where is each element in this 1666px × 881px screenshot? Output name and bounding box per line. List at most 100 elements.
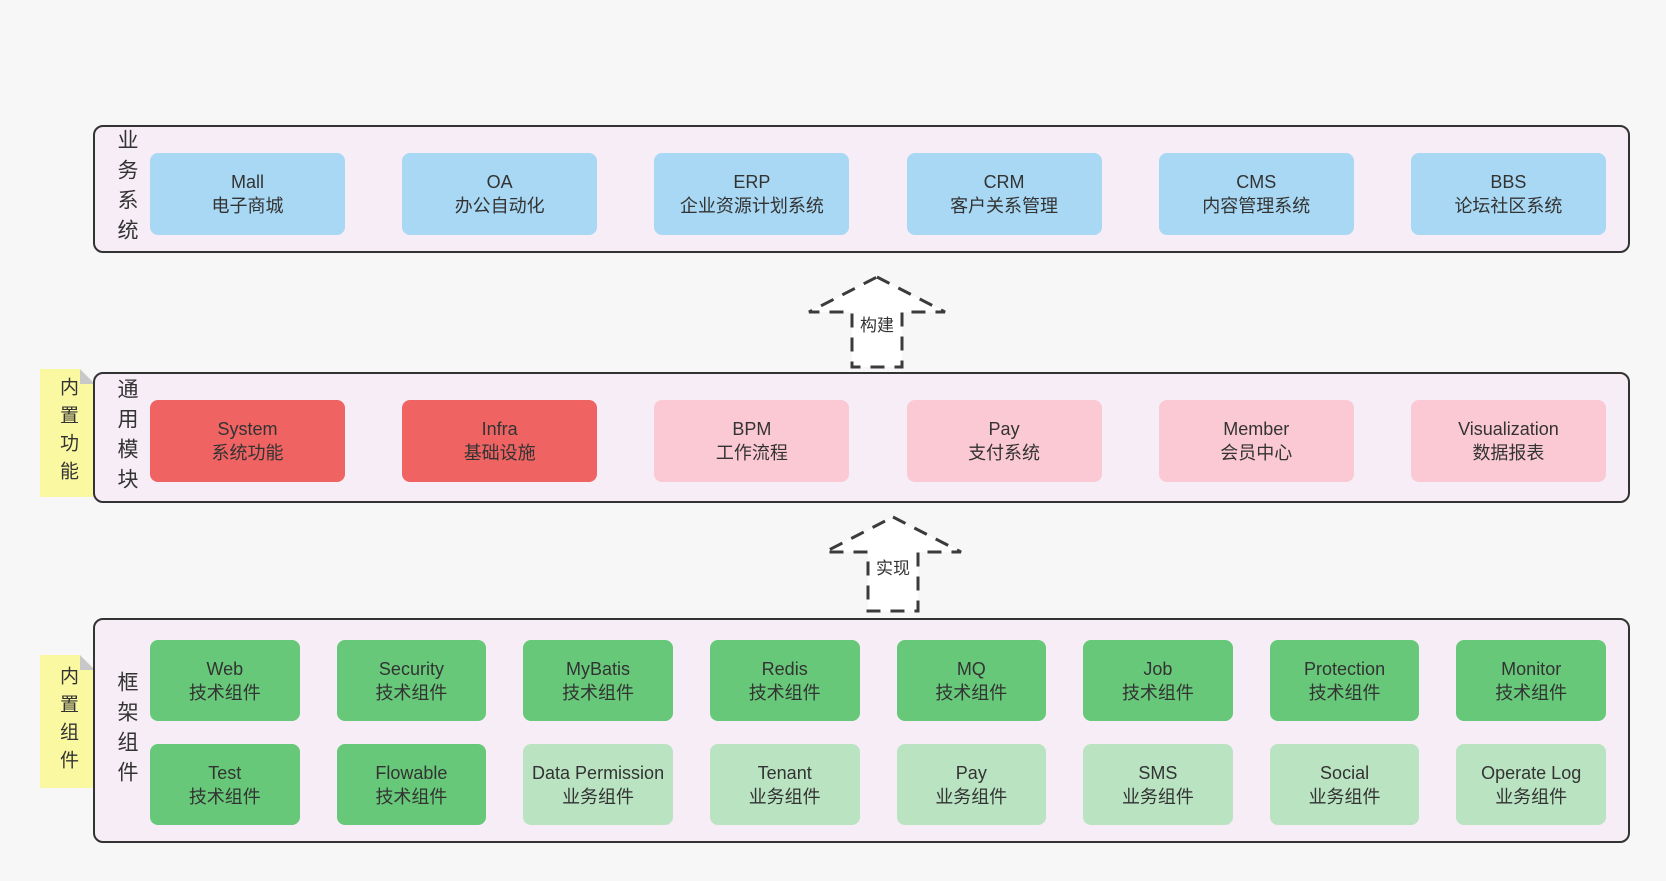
module-box-operate-log: Operate Log 业务组件 (1456, 744, 1606, 825)
module-box-protection: Protection 技术组件 (1269, 640, 1420, 721)
module-name: ERP (733, 172, 771, 192)
module-name: Security (378, 658, 444, 679)
module-name: Pay (955, 762, 987, 783)
band-label-framework-components: 框架组件 (115, 670, 138, 791)
module-name: Protection (1304, 658, 1386, 679)
module-subtitle: 技术组件 (935, 682, 1008, 703)
module-subtitle: 内容管理系统 (1202, 196, 1311, 216)
module-subtitle: 技术组件 (1121, 682, 1194, 703)
module-box-cms: CMS 内容管理系统 (1158, 153, 1354, 235)
module-subtitle: 数据报表 (1472, 443, 1545, 463)
module-box-infra: Infra 基础设施 (402, 400, 598, 482)
arrow-label: 构建 (860, 316, 894, 335)
module-name: Job (1143, 658, 1173, 679)
module-subtitle: 业务组件 (1121, 786, 1194, 807)
module-box-mq: MQ 技术组件 (896, 640, 1047, 721)
module-name: Tenant (757, 762, 812, 783)
implement-arrow: 实现 (822, 514, 964, 614)
band-label-business-systems: 业务系统 (115, 129, 138, 249)
module-subtitle: 客户关系管理 (950, 196, 1059, 216)
module-box-oa: OA 办公自动化 (402, 153, 598, 235)
module-subtitle: 业务组件 (1308, 786, 1381, 807)
module-subtitle: 业务组件 (935, 786, 1008, 807)
module-name: Web (206, 658, 244, 679)
sticky-note-built-in-features: 内置功能 (40, 369, 95, 497)
module-name: System (217, 419, 278, 439)
module-name: Flowable (375, 762, 448, 783)
module-name: Pay (988, 419, 1020, 439)
module-name: Redis (761, 658, 808, 679)
module-name: Social (1320, 762, 1370, 783)
module-subtitle: 系统功能 (211, 443, 284, 463)
module-name: CMS (1236, 172, 1277, 192)
module-subtitle: 业务组件 (1495, 786, 1568, 807)
module-subtitle: 业务组件 (748, 786, 821, 807)
build-arrow: 构建 (806, 274, 948, 370)
module-subtitle: 论坛社区系统 (1454, 196, 1563, 216)
module-subtitle: 办公自动化 (454, 196, 545, 216)
module-name: BPM (732, 419, 772, 439)
module-subtitle: 会员中心 (1220, 443, 1293, 463)
module-subtitle: 电子商城 (211, 196, 284, 216)
module-box-sms: SMS 业务组件 (1083, 744, 1233, 825)
arrow-label: 实现 (876, 559, 910, 578)
module-box-data-permission: Data Permission 业务组件 (523, 744, 673, 825)
module-box-job: Job 技术组件 (1083, 640, 1233, 721)
module-box-member: Member 会员中心 (1158, 400, 1354, 482)
module-box-mybatis: MyBatis 技术组件 (523, 640, 673, 721)
sticky-note-built-in-components: 内置组件 (40, 655, 95, 788)
module-name: CRM (983, 172, 1025, 192)
module-box-crm: CRM 客户关系管理 (906, 153, 1102, 235)
module-box-tenant: Tenant 业务组件 (709, 744, 860, 825)
module-name: BBS (1490, 172, 1527, 192)
module-name: Infra (481, 419, 518, 439)
module-box-bbs: BBS 论坛社区系统 (1410, 153, 1606, 235)
module-box-social: Social 业务组件 (1269, 744, 1420, 825)
module-name: Monitor (1501, 658, 1562, 679)
module-name: MQ (956, 658, 986, 679)
module-name: SMS (1138, 762, 1178, 783)
sticky-note-label: 内置组件 (57, 665, 78, 778)
module-name: Test (208, 762, 242, 783)
module-name: Data Permission (532, 762, 665, 783)
module-name: MyBatis (566, 658, 631, 679)
module-subtitle: 业务组件 (562, 786, 635, 807)
module-name: OA (486, 172, 513, 192)
module-box-system: System 系统功能 (150, 400, 345, 482)
module-box-redis: Redis 技术组件 (709, 640, 860, 721)
up-arrow-outline (808, 275, 946, 369)
module-subtitle: 工作流程 (715, 443, 788, 463)
module-subtitle: 支付系统 (968, 443, 1041, 463)
module-subtitle: 技术组件 (375, 786, 448, 807)
dashed-up-arrow-shape: 构建 (808, 275, 946, 369)
sticky-note-label: 内置功能 (57, 377, 78, 489)
module-box-test: Test 技术组件 (150, 744, 300, 825)
module-subtitle: 技术组件 (562, 682, 635, 703)
module-box-visualization: Visualization 数据报表 (1410, 400, 1606, 482)
dashed-up-arrow-shape: 实现 (824, 515, 962, 613)
module-subtitle: 技术组件 (748, 682, 821, 703)
band-label-common-modules: 通用模块 (115, 377, 138, 498)
band-common-modules: 通用模块 System 系统功能 Infra 基础设施 BPM 工作流程 Pay 支付系统 Me… (93, 372, 1630, 503)
module-subtitle: 技术组件 (1308, 682, 1381, 703)
module-name: Visualization (1458, 419, 1559, 439)
module-name: Member (1223, 419, 1290, 439)
module-subtitle: 基础设施 (463, 443, 536, 463)
module-name: Operate Log (1481, 762, 1582, 783)
module-box-bpm: BPM 工作流程 (654, 400, 850, 482)
module-box-pay: Pay 支付系统 (906, 400, 1102, 482)
module-subtitle: 技术组件 (375, 682, 448, 703)
module-box-security: Security 技术组件 (336, 640, 487, 721)
up-arrow-outline (824, 515, 962, 613)
module-box-flowable: Flowable 技术组件 (336, 744, 487, 825)
module-subtitle: 技术组件 (188, 786, 261, 807)
